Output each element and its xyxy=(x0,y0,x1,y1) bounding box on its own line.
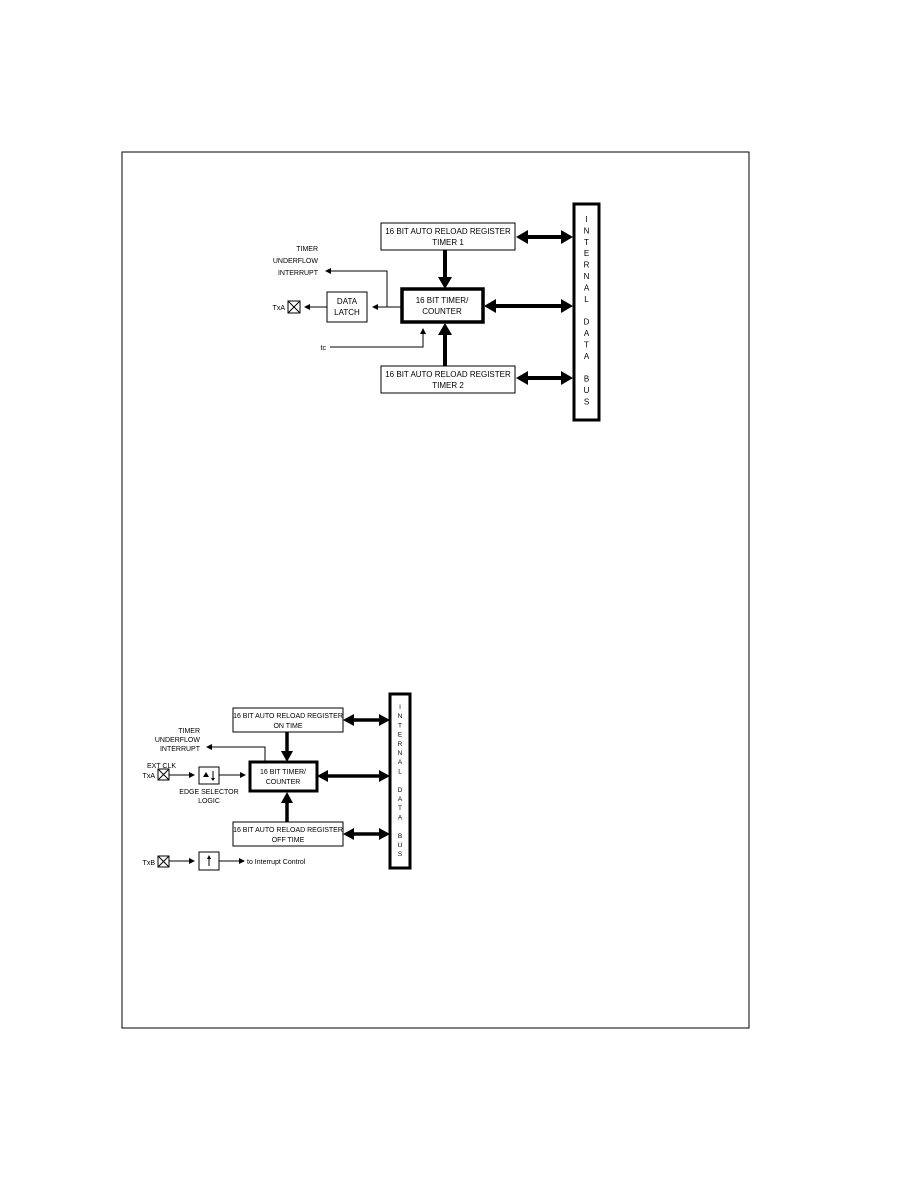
bus1-letter: A xyxy=(584,352,590,361)
bus2-letter: B xyxy=(398,833,402,840)
reload-register-off-time xyxy=(232,821,344,847)
txa-pin-icon xyxy=(287,300,301,314)
edge-selector-line1: EDGE SELECTOR xyxy=(179,789,238,796)
interrupt-2-line1: TIMER xyxy=(178,728,200,735)
clock-label: tc xyxy=(321,345,327,352)
txa-pin-label: TxA xyxy=(273,305,286,312)
timer-counter-line2: COUNTER xyxy=(422,307,462,316)
bus-arrow-on xyxy=(343,714,390,726)
reload-register-timer1-line2: TIMER 1 xyxy=(432,238,464,247)
bus1-letter: S xyxy=(584,397,589,406)
timer-counter-box-2 xyxy=(248,760,319,793)
bus2-letter: A xyxy=(398,814,403,821)
reload-register-off-line1: 16 BIT AUTO RELOAD REGISTER xyxy=(233,827,343,834)
bus1-letter: U xyxy=(584,386,590,395)
interrupt-2-line2: UNDERFLOW xyxy=(155,737,201,744)
bus2-letter: S xyxy=(398,851,403,858)
bus2-letter: N xyxy=(398,713,403,720)
data-latch-line1: DATA xyxy=(337,297,358,306)
arrow-off-to-timer xyxy=(281,792,293,803)
data-latch-line2: LATCH xyxy=(334,308,360,317)
bus1-letter: A xyxy=(584,283,590,292)
bus2-letter: R xyxy=(398,741,403,748)
edge-selector-icon xyxy=(198,766,220,785)
bus1-letter: N xyxy=(584,226,590,235)
bus2-letter: L xyxy=(398,768,402,775)
txa-pin-label-2: TxA xyxy=(143,773,156,780)
reload-register-timer1-line1: 16 BIT AUTO RELOAD REGISTER xyxy=(385,227,511,236)
bus-arrow-off xyxy=(343,828,390,840)
txa-pin-icon-2 xyxy=(157,768,170,781)
interrupt-control-label: to Interrupt Control xyxy=(247,859,306,866)
bus2-letter: U xyxy=(398,842,403,849)
page-border xyxy=(121,151,750,1029)
bus1-letter: T xyxy=(584,238,589,247)
bus-arrow-timer xyxy=(484,299,573,313)
bus1-letter: N xyxy=(584,272,590,281)
reload-register-off-line2: OFF TIME xyxy=(272,837,305,844)
ext-clk-label: EXT CLK xyxy=(147,763,176,770)
bus2-letter: T xyxy=(398,722,402,729)
interrupt-2-line3: INTERRUPT xyxy=(160,746,201,753)
reload-register-on-line2: ON TIME xyxy=(273,723,302,730)
bus1-letter: B xyxy=(584,375,589,384)
bus1-letter: A xyxy=(584,329,590,338)
arrow-reload1-to-timer xyxy=(438,277,452,289)
internal-data-bus xyxy=(572,202,601,422)
edge-up-icon xyxy=(198,851,220,871)
internal-data-bus-2 xyxy=(388,692,412,870)
bus2-letter: A xyxy=(398,759,403,766)
timer-counter-box xyxy=(400,287,485,324)
reload-register-timer2-line1: 16 BIT AUTO RELOAD REGISTER xyxy=(385,370,511,379)
bus2-letter: T xyxy=(398,805,402,812)
reload-register-timer2-line2: TIMER 2 xyxy=(432,381,464,390)
arrow-on-to-timer xyxy=(281,751,293,762)
arrow-reload2-to-timer xyxy=(438,323,452,335)
edge-selector-line2: LOGIC xyxy=(198,798,220,805)
reload-register-on-line1: 16 BIT AUTO RELOAD REGISTER xyxy=(233,713,343,720)
bus1-letter: T xyxy=(584,340,589,349)
bus1-letter: D xyxy=(584,318,590,327)
interrupt-line-2 xyxy=(206,744,266,762)
bus2-letter: I xyxy=(399,704,401,711)
bus2-letter: N xyxy=(398,750,403,757)
timer-counter-line1: 16 BIT TIMER/ xyxy=(416,296,469,305)
txb-pin-icon xyxy=(157,855,170,868)
bus-arrow-timer-2 xyxy=(317,770,390,782)
txb-pin-label: TxB xyxy=(143,860,156,867)
interrupt-label-line1: TIMER xyxy=(296,246,318,253)
clock-line xyxy=(330,328,426,348)
interrupt-label-line3: INTERRUPT xyxy=(278,270,319,277)
bus2-letter: E xyxy=(398,732,403,739)
bus1-letter: R xyxy=(584,261,590,270)
bus2-letter: D xyxy=(398,787,403,794)
bus1-letter: L xyxy=(584,295,589,304)
bus1-letter: I xyxy=(585,215,587,224)
data-latch-box xyxy=(326,291,368,323)
interrupt-line xyxy=(325,268,388,307)
timer-counter-2-line1: 16 BIT TIMER/ xyxy=(260,769,306,776)
interrupt-label-line2: UNDERFLOW xyxy=(273,258,319,265)
timer-counter-2-line2: COUNTER xyxy=(266,779,301,786)
reload-register-timer1 xyxy=(380,222,516,251)
bus-arrow-reload2 xyxy=(516,371,573,385)
bus1-letter: E xyxy=(584,249,589,258)
reload-register-timer2 xyxy=(380,365,516,394)
bus-arrow-reload1 xyxy=(516,230,573,244)
bus2-letter: A xyxy=(398,796,403,803)
